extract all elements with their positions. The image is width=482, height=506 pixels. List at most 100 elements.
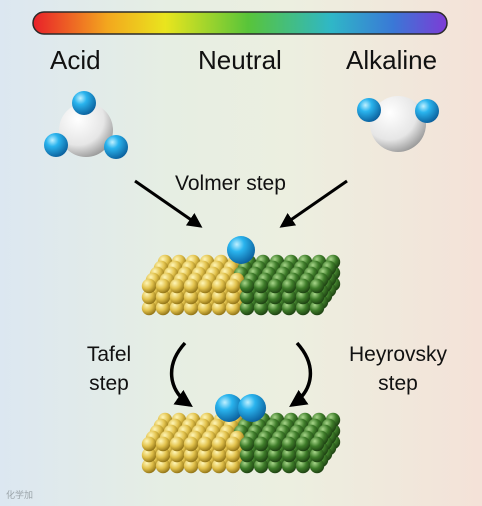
metal-atom bbox=[309, 458, 325, 474]
metal-atom bbox=[141, 278, 157, 294]
metal-atom bbox=[155, 300, 171, 316]
acid-label: Acid bbox=[50, 45, 101, 75]
tafel-step-label: Tafel step bbox=[78, 340, 140, 398]
metal-atom bbox=[169, 300, 185, 316]
metal-atom bbox=[141, 300, 157, 316]
metal-atom bbox=[197, 289, 213, 305]
metal-atom bbox=[309, 289, 325, 305]
volmer-arrow-right bbox=[279, 179, 348, 228]
metal-atom bbox=[211, 436, 227, 452]
metal-atom bbox=[211, 289, 227, 305]
metal-atom bbox=[253, 436, 269, 452]
metal-atom bbox=[239, 458, 255, 474]
metal-atom bbox=[267, 300, 283, 316]
metal-atom bbox=[239, 278, 255, 294]
metal-atom bbox=[309, 436, 325, 452]
metal-atom bbox=[225, 436, 241, 452]
metal-atom bbox=[253, 289, 269, 305]
metal-atom bbox=[295, 447, 311, 463]
metal-atom bbox=[281, 278, 297, 294]
metal-atom bbox=[295, 436, 311, 452]
metal-atom bbox=[267, 278, 283, 294]
metal-atom bbox=[141, 447, 157, 463]
metal-atom bbox=[197, 300, 213, 316]
metal-atom bbox=[309, 278, 325, 294]
metal-atom bbox=[267, 458, 283, 474]
metal-atom bbox=[295, 289, 311, 305]
metal-atom bbox=[183, 300, 199, 316]
metal-atom bbox=[309, 447, 325, 463]
metal-atom bbox=[281, 300, 297, 316]
adsorbed-hydrogen-atom bbox=[227, 236, 255, 264]
catalyst-slab-bottom bbox=[141, 412, 341, 474]
water-molecule bbox=[357, 96, 439, 152]
metal-atom bbox=[155, 458, 171, 474]
alkaline-label: Alkaline bbox=[346, 45, 438, 75]
metal-atom bbox=[267, 436, 283, 452]
metal-atom bbox=[155, 289, 171, 305]
metal-atom bbox=[155, 436, 171, 452]
metal-atom bbox=[155, 278, 171, 294]
ph-spectrum-bar bbox=[32, 11, 448, 35]
metal-atom bbox=[197, 278, 213, 294]
metal-atom bbox=[225, 447, 241, 463]
metal-atom bbox=[295, 300, 311, 316]
metal-atom bbox=[281, 436, 297, 452]
metal-atom bbox=[225, 300, 241, 316]
metal-atom bbox=[281, 447, 297, 463]
metal-atom bbox=[295, 458, 311, 474]
metal-atom bbox=[183, 436, 199, 452]
metal-atom bbox=[197, 447, 213, 463]
metal-atom bbox=[253, 458, 269, 474]
watermark-text: 化学加 bbox=[6, 490, 34, 500]
metal-atom bbox=[225, 458, 241, 474]
metal-atom bbox=[197, 436, 213, 452]
tafel-label-line1: Tafel bbox=[86, 343, 132, 366]
metal-atom bbox=[239, 447, 255, 463]
metal-atom bbox=[169, 436, 185, 452]
metal-atom bbox=[183, 278, 199, 294]
metal-atom bbox=[197, 458, 213, 474]
volmer-arrow-left bbox=[134, 179, 203, 228]
metal-atom bbox=[309, 300, 325, 316]
metal-atom bbox=[211, 278, 227, 294]
hydrogen-molecule bbox=[215, 394, 266, 422]
metal-atom bbox=[169, 458, 185, 474]
metal-atom bbox=[211, 300, 227, 316]
metal-atom bbox=[183, 289, 199, 305]
metal-atom bbox=[141, 436, 157, 452]
metal-atom bbox=[239, 289, 255, 305]
metal-atom bbox=[183, 458, 199, 474]
metal-atom bbox=[281, 458, 297, 474]
heyrovsky-step-label: Heyrovsky step bbox=[330, 340, 466, 398]
metal-atom bbox=[155, 447, 171, 463]
catalyst-slab-top bbox=[141, 254, 341, 316]
metal-atom bbox=[141, 289, 157, 305]
metal-atom bbox=[169, 289, 185, 305]
metal-atom bbox=[281, 289, 297, 305]
metal-atom bbox=[253, 300, 269, 316]
metal-atom bbox=[253, 278, 269, 294]
metal-atom bbox=[169, 447, 185, 463]
metal-atom bbox=[267, 289, 283, 305]
metal-atom bbox=[267, 447, 283, 463]
heyrovsky-label-line2: step bbox=[378, 372, 418, 395]
metal-atom bbox=[239, 300, 255, 316]
metal-atom bbox=[141, 458, 157, 474]
volmer-step-label: Volmer step bbox=[175, 172, 286, 195]
hydronium-molecule bbox=[44, 91, 128, 159]
metal-atom bbox=[211, 458, 227, 474]
metal-atom bbox=[211, 447, 227, 463]
metal-atom bbox=[225, 278, 241, 294]
heyrovsky-label-line1: Heyrovsky bbox=[348, 343, 448, 366]
metal-atom bbox=[295, 278, 311, 294]
metal-atom bbox=[225, 289, 241, 305]
metal-atom bbox=[169, 278, 185, 294]
metal-atom bbox=[239, 436, 255, 452]
tafel-arrow bbox=[170, 341, 193, 407]
tafel-label-line2: step bbox=[89, 372, 129, 395]
metal-atom bbox=[253, 447, 269, 463]
metal-atom bbox=[183, 447, 199, 463]
